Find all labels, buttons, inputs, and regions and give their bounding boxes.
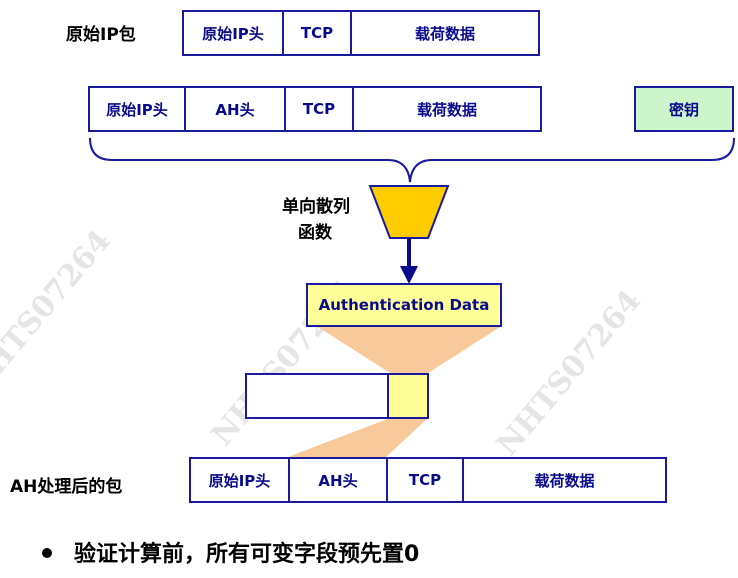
hash-function-funnel [368, 185, 450, 239]
key-box: 密钥 [634, 86, 734, 132]
hash-function-label-line1: 单向散列 [282, 197, 350, 217]
field-payload: 载荷数据 [534, 471, 595, 490]
bullet-dot [42, 548, 52, 558]
processed-packet-label: AH处理后的包 [10, 477, 123, 497]
expansion-cone-lower [288, 418, 428, 457]
field-payload: 载荷数据 [414, 24, 475, 43]
field-tcp: TCP [284, 12, 352, 54]
input-brace [89, 137, 735, 183]
processed-packet-row: 原始IP头 AH头 TCP 载荷数据 [189, 457, 667, 503]
authentication-data-box: Authentication Data [306, 283, 502, 327]
expansion-cone-upper [318, 327, 500, 373]
original-packet-row: 原始IP头 TCP 载荷数据 [182, 10, 540, 56]
field-tcp: TCP [388, 459, 464, 501]
field-original-ip-header: 原始IP头 [184, 12, 284, 54]
ah-header-detail-box [245, 373, 429, 419]
hash-function-label-line2: 函数 [298, 223, 332, 243]
ah-auth-data-slot [387, 375, 427, 417]
bullet-text: 验证计算前，所有可变字段预先置0 [74, 542, 420, 567]
original-packet-label: 原始IP包 [66, 25, 136, 45]
field-original-ip-header: 原始IP头 [191, 459, 290, 501]
field-tcp: TCP [286, 88, 354, 130]
hash-input-row: 原始IP头 AH头 TCP 载荷数据 [88, 86, 542, 132]
arrow-head [400, 266, 418, 284]
field-ah-header: AH头 [186, 88, 286, 130]
field-ah-header: AH头 [290, 459, 388, 501]
field-payload: 载荷数据 [416, 100, 477, 119]
field-original-ip-header: 原始IP头 [90, 88, 186, 130]
